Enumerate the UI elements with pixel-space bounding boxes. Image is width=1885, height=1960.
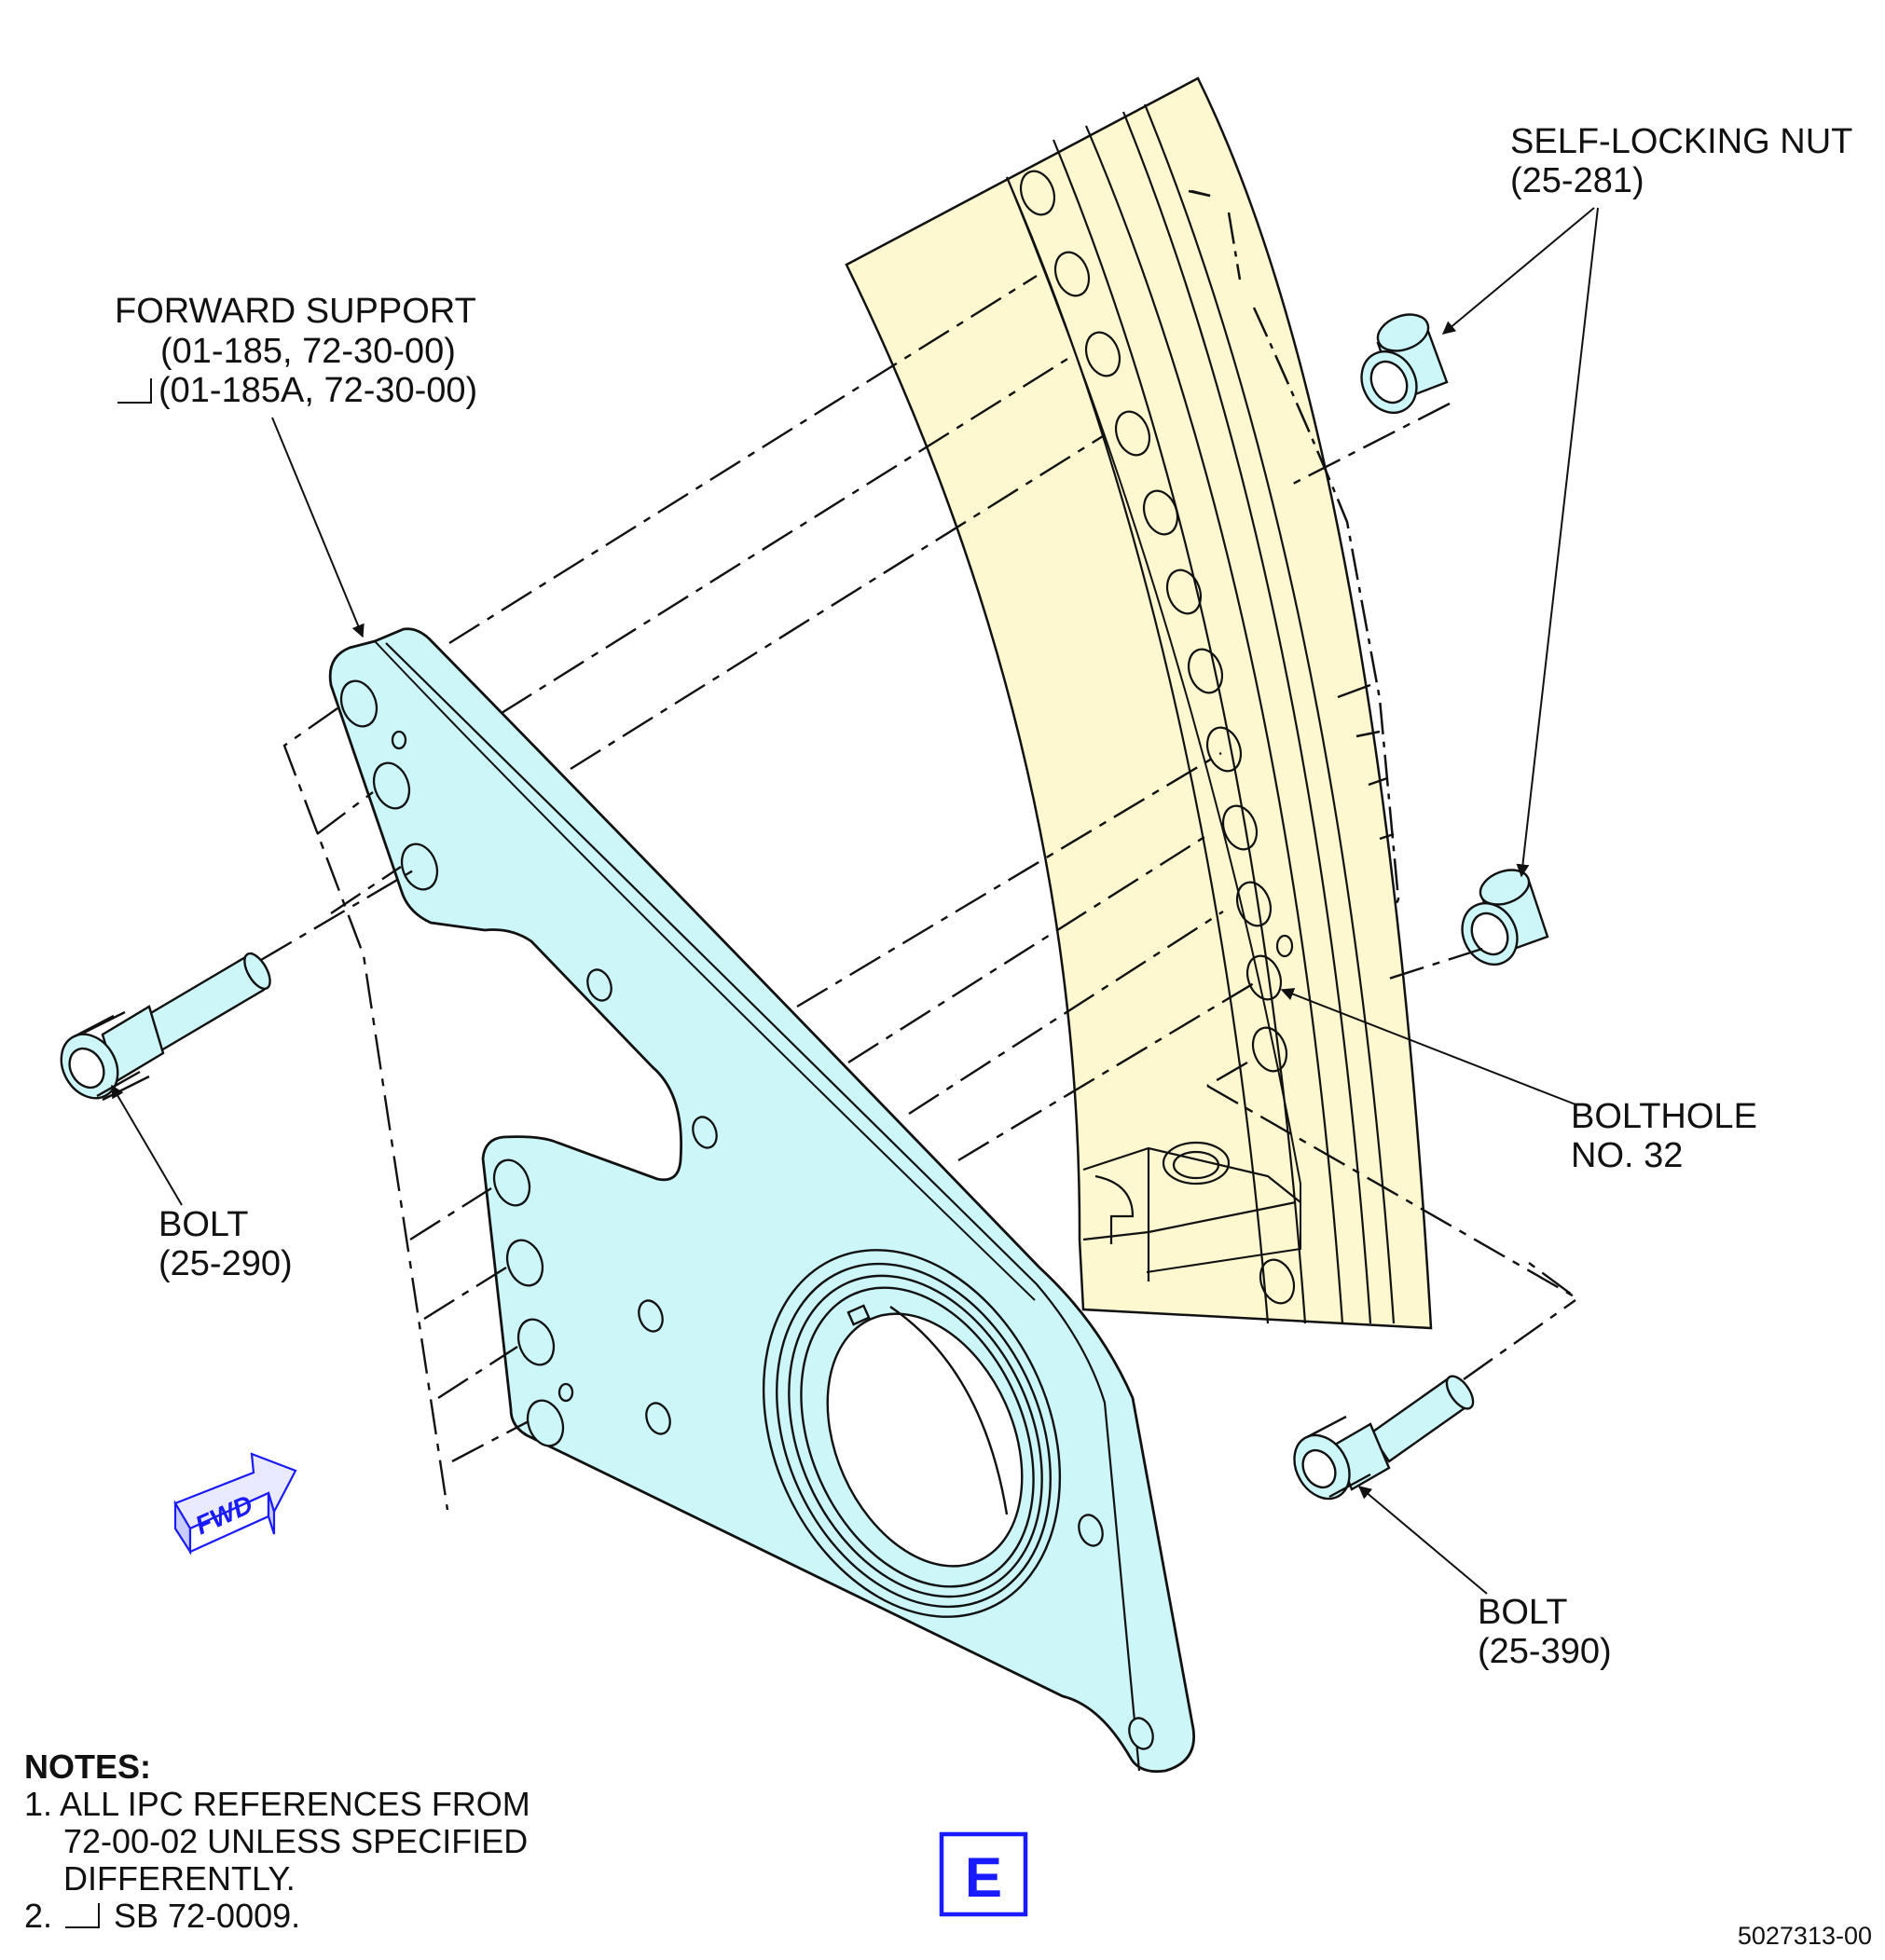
view-label-box: E	[939, 1831, 1028, 1917]
support-holes	[339, 679, 1154, 1750]
self-locking-nut-ref: (25-281)	[1510, 161, 1644, 200]
view-letter: E	[965, 1846, 1002, 1909]
bolt-right-label: BOLT	[1478, 1593, 1567, 1632]
bolt-left-ref: (25-290)	[158, 1244, 293, 1283]
forward-support-label: FORWARD SUPPORT	[115, 292, 476, 331]
forward-support	[328, 627, 1196, 1774]
flange-boltholes	[1019, 170, 1294, 1073]
flange-lower-block	[1082, 1141, 1301, 1305]
note-1-line1: 1. ALL IPC REFERENCES FROM	[24, 1785, 530, 1823]
bolthole-label-line1: BOLTHOLE	[1571, 1097, 1757, 1136]
sb-flag-icon	[65, 1903, 100, 1928]
figure-number: 5027313-00	[1738, 1922, 1872, 1950]
bolt-right-ref: (25-390)	[1478, 1632, 1612, 1671]
forward-support-ref2: (01-185A, 72-30-00)	[158, 371, 477, 410]
bolt-right	[1293, 1375, 1475, 1501]
note-2-number: 2.	[24, 1897, 52, 1935]
forward-support-ref1: (01-185, 72-30-00)	[160, 332, 456, 371]
self-locking-nut-label: SELF-LOCKING NUT	[1510, 122, 1852, 161]
leader-lines	[111, 207, 1599, 1595]
note-2-text: SB 72-0009.	[114, 1897, 300, 1935]
bearing-housing	[762, 1249, 1062, 1618]
case-flange	[845, 76, 1433, 1330]
notes-title: NOTES:	[24, 1748, 151, 1786]
fwd-arrow-icon: FWD	[173, 1452, 297, 1556]
note-1-line2: 72-00-02 UNLESS SPECIFIED	[63, 1822, 528, 1860]
sb-flag-icon	[117, 378, 152, 404]
note-1-line3: DIFFERENTLY.	[63, 1859, 296, 1898]
self-locking-nut-lower	[1461, 869, 1549, 966]
bolthole-label-line2: NO. 32	[1571, 1136, 1683, 1175]
bolt-left	[60, 952, 271, 1102]
assembly-centerlines	[260, 274, 1576, 1511]
bolt-left-label: BOLT	[158, 1205, 248, 1244]
self-locking-nut-upper	[1360, 313, 1449, 414]
